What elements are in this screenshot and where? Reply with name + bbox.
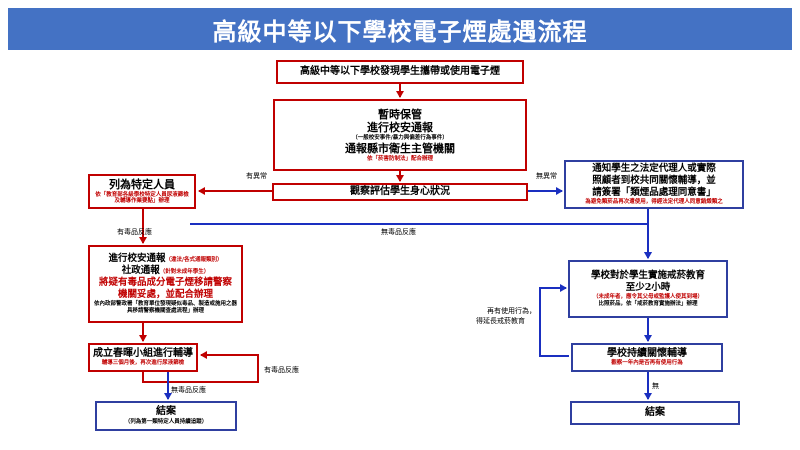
report-note: 依內政部警政署「教育單位發現疑似毒品、製造或施用之器具移請警察機關查處流程」辦理: [93, 300, 237, 314]
care-note: 觀察一年內是否再有使用行為: [611, 360, 683, 367]
arrow-care-loop: [539, 284, 569, 357]
discover-box: 高級中等以下學校發現學生攜帶或使用電子煙: [276, 60, 524, 84]
notify-line1: 通知學生之法定代理人或實際: [592, 163, 716, 175]
custody-line2: 進行校安通報: [367, 121, 433, 135]
close-right-line1: 結案: [645, 406, 665, 418]
custody-note1: （一般校安事件/暴力與偏差行為事件）: [352, 135, 448, 141]
education-line1: 學校對於學生實施戒菸教育: [590, 270, 705, 282]
designated-line1: 列為特定人員: [109, 177, 175, 191]
education-note1: （未成年者，應令其父母或監護人使其到場）: [592, 294, 703, 300]
notify-box: 通知學生之法定代理人或實際 照顧者到校共同關懷輔導，並 請簽署「類煙品處理同意書…: [564, 160, 744, 209]
report-box: 進行校安通報（違法/各式通報類別） 社政通報（針對未成年學生） 將疑有毒品成分電…: [88, 245, 243, 323]
care-line1: 學校持續關懷輔導: [607, 347, 687, 359]
spring-line1: 成立春暉小組進行輔導: [93, 347, 193, 359]
report-red2: 機關妥處，並配合辦理: [117, 289, 213, 300]
education-note2: 比照菸品，依「戒菸教育實施辦法」辦理: [598, 300, 698, 307]
close-right-box: 結案: [570, 401, 740, 425]
care-box: 學校持續關懷輔導 觀察一年內是否再有使用行為: [571, 343, 723, 372]
label-drug-negative-bottom: 無毒品反應: [171, 386, 206, 394]
report-line1: 進行校安通報（違法/各式通報類別）: [108, 253, 223, 265]
spring-box: 成立春暉小組進行輔導 輔導三個月後，再次進行尿液篩檢: [88, 343, 198, 372]
arrow-spring-loop: [142, 351, 259, 383]
notify-line3: 請簽署「類煙品處理同意書」: [592, 187, 716, 198]
notify-note: 為避免類菸品再次遭使用，得經法定代理人同意銷燬類之: [585, 198, 723, 205]
custody-note2: 依「菸害防制法」配合辦理: [366, 155, 433, 162]
label-drug-positive-loop: 有毒品反應: [264, 366, 299, 374]
label-normal: 無異常: [536, 172, 557, 180]
education-box: 學校對於學生實施戒菸教育 至少2小時 （未成年者，應令其父母或監護人使其到場） …: [568, 260, 728, 318]
report-line2: 社政通報（針對未成年學生）: [121, 265, 210, 277]
observe-box: 觀察評估學生身心狀況: [272, 183, 528, 201]
label-repeat-use-1: 再有使用行為，: [487, 307, 536, 315]
spring-note: 輔導三個月後，再次進行尿液篩檢: [101, 360, 185, 367]
discover-text: 高級中等以下學校發現學生攜帶或使用電子煙: [300, 65, 500, 77]
custody-box: 暫時保管 進行校安通報 （一般校安事件/暴力與偏差行為事件） 通報縣市衛生主管機…: [273, 99, 527, 171]
designated-box: 列為特定人員 依「教育部各級學校特定人員尿液篩檢及輔導作業要點」辦理: [88, 174, 196, 209]
observe-text: 觀察評估學生身心狀況: [350, 185, 450, 197]
notify-line2: 照顧者到校共同關懷輔導，並: [592, 175, 716, 187]
report-red1: 將疑有毒品成分電子煙移請警察: [98, 277, 232, 289]
label-none: 無: [652, 382, 659, 390]
close-left-note: （列為第一類特定人員持續追蹤）: [124, 418, 208, 425]
label-drug-positive: 有毒品反應: [117, 228, 152, 236]
close-left-box: 結案 （列為第一類特定人員持續追蹤）: [95, 401, 237, 431]
label-abnormal: 有異常: [246, 172, 267, 180]
arrow-drug-negative-mid: [190, 223, 652, 259]
label-drug-negative-mid: 無毒品反應: [381, 228, 416, 236]
page-title: 高級中等以下學校電子煙處遇流程: [8, 8, 792, 50]
label-repeat-use-2: 得延長戒菸教育: [476, 317, 525, 325]
education-line2: 至少2小時: [625, 282, 671, 294]
custody-line3: 通報縣市衛生主管機關: [345, 141, 455, 155]
custody-line1: 暫時保管: [378, 107, 422, 121]
close-left-line1: 結案: [156, 406, 176, 418]
designated-note: 依「教育部各級學校特定人員尿液篩檢及輔導作業要點」辦理: [95, 191, 189, 205]
